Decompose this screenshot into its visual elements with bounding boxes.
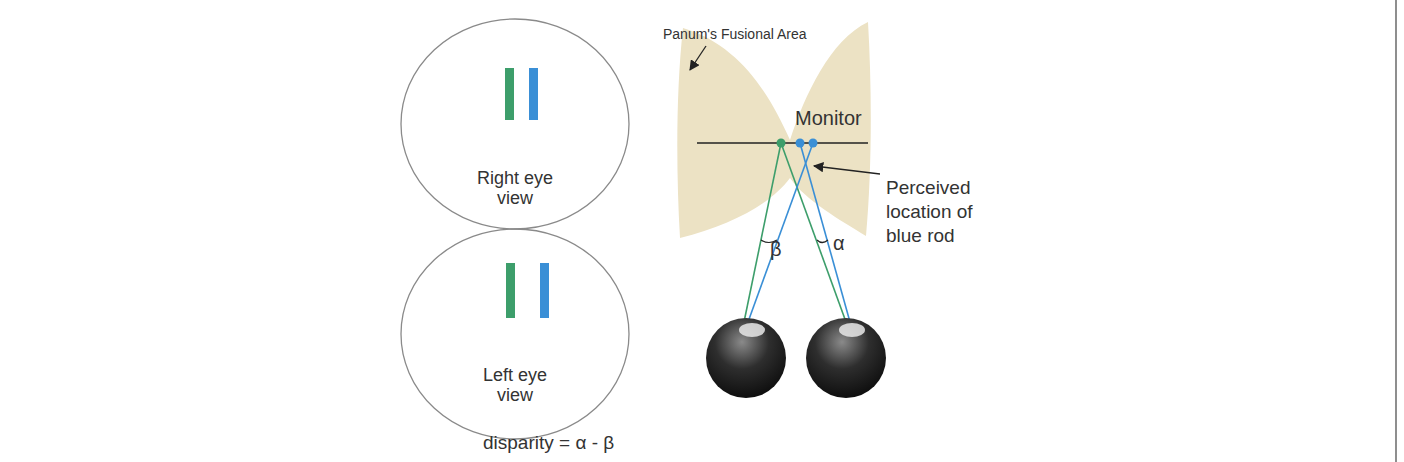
leader-arrow [690, 46, 706, 70]
angle-label: α [833, 232, 853, 254]
monitor-label: Monitor [795, 106, 885, 130]
green-rod [505, 68, 514, 120]
view-ellipse: Left eye view [400, 228, 630, 440]
angle-arc [817, 240, 828, 243]
green-dot [777, 139, 786, 148]
angle-label: β [770, 238, 790, 260]
ellipse-outline [400, 228, 630, 440]
sight-line [744, 143, 781, 322]
green-rod [506, 263, 515, 318]
blue-rod [540, 263, 549, 318]
blue-dot [796, 139, 805, 148]
eyeball [706, 318, 786, 398]
formula: disparity = α - β [483, 432, 683, 454]
frame-line [1395, 0, 1396, 462]
fusional-area [677, 22, 870, 238]
callout-note: Perceived location of blue rod [886, 176, 998, 248]
view-label: Right eye view [465, 168, 565, 208]
sight-line [748, 143, 813, 322]
eyeball [806, 318, 886, 398]
blue-rod [529, 68, 538, 120]
view-ellipse: Right eye view [400, 18, 630, 230]
area-label: Panum's Fusional Area [663, 26, 833, 43]
blue-dot [809, 139, 818, 148]
view-label: Left eye view [465, 365, 565, 405]
leader-arrow [814, 166, 880, 174]
